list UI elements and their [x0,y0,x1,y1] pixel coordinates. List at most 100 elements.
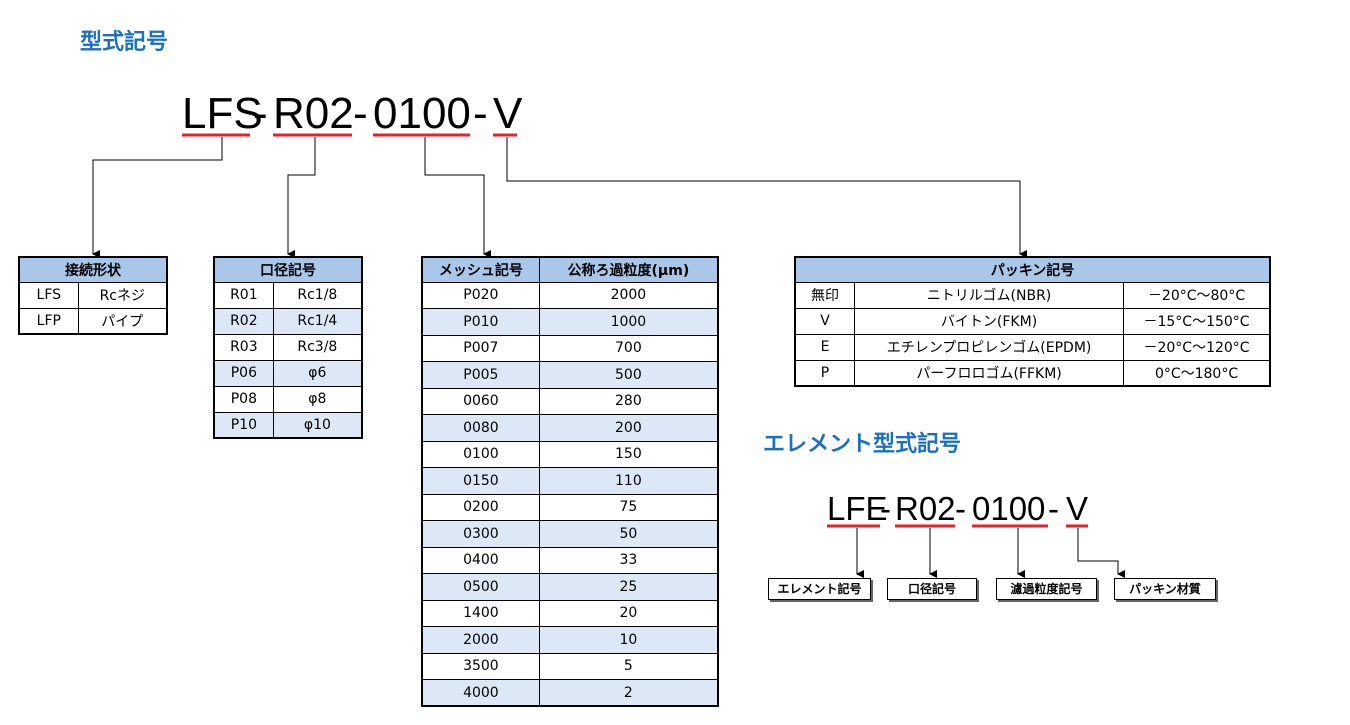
table-cell: P [794,359,856,387]
table-cell: 1000 [538,308,719,336]
table-cell: R03 [213,333,274,361]
table-cell: P005 [421,361,540,389]
table-cell: P007 [421,334,540,362]
table-cell: R02 [213,307,274,335]
table-header: 口径記号 [213,256,363,283]
code-separator: - [955,490,966,527]
table-cell: LFS [18,281,79,309]
table-cell: 75 [538,493,719,521]
table-cell: 20 [538,599,719,627]
table-cell: －20°C～120°C [1123,333,1271,361]
table-cell: 0400 [421,546,540,574]
element-symbol-box: エレメント記号 [768,578,871,600]
table-cell: 0060 [421,387,540,415]
table-cell: 25 [538,573,719,601]
code-segment-packing: V [493,89,523,138]
table-cell: 33 [538,546,719,574]
table-cell: ニトリルゴム(NBR) [854,281,1125,309]
table-cell: 280 [538,387,719,415]
port-symbol-box: 口径記号 [887,578,977,600]
table-cell: 110 [538,467,719,495]
table-cell: LFP [18,307,79,335]
table-cell: －15°C～150°C [1123,307,1271,335]
table-cell: 無印 [794,281,856,309]
code-separator: - [1048,490,1059,527]
packing-material-box: パッキン材質 [1114,578,1216,600]
table-cell: 0100 [421,440,540,468]
code-segment-element: LFE [827,490,888,527]
table-cell: 700 [538,334,719,362]
table-cell: 3500 [421,652,540,680]
table-cell: 2000 [538,281,719,309]
table-cell: 0°C～180°C [1123,359,1271,387]
code-separator: - [473,89,488,138]
page-title: 型式記号 [80,30,169,55]
code-underlines [182,133,1088,528]
element-section-title: エレメント型式記号 [763,432,962,457]
table-cell: φ6 [272,359,363,387]
table-cell: 0080 [421,414,540,442]
table-header: メッシュ記号 [421,256,540,283]
code-segment-mesh: 0100 [373,89,471,138]
table-cell: P06 [213,359,274,387]
code-separator: - [253,89,268,138]
table-header: 公称ろ過粒度(μm) [538,256,719,283]
code-segment-port: R02 [895,490,956,527]
code-separator: - [353,89,368,138]
table-cell: Rc1/4 [272,307,363,335]
table-cell: 0500 [421,573,540,601]
table-cell: P010 [421,308,540,336]
table-cell: P10 [213,411,274,439]
code-segment-port: R02 [273,89,354,138]
table-cell: 4000 [421,679,540,707]
table-cell: 1400 [421,599,540,627]
table-cell: Rc1/8 [272,281,363,309]
table-cell: 0300 [421,520,540,548]
table-header: 接続形状 [18,256,168,283]
table-cell: パイプ [77,307,168,335]
table-cell: φ10 [272,411,363,439]
filtration-symbol-box: 濾過粒度記号 [996,578,1097,600]
table-cell: φ8 [272,385,363,413]
table-cell: P020 [421,281,540,309]
table-cell: 150 [538,440,719,468]
code-segment-packing: V [1066,490,1089,527]
table-cell: P08 [213,385,274,413]
table-cell: Rcネジ [77,281,168,309]
table-cell: E [794,333,856,361]
table-cell: エチレンプロピレンゴム(EPDM) [854,333,1125,361]
table-cell: バイトン(FKM) [854,307,1125,335]
table-cell: 0150 [421,467,540,495]
table-cell: V [794,307,856,335]
table-cell: －20°C～80°C [1123,281,1271,309]
code-segment-connection: LFS [182,89,263,138]
table-cell: 2000 [421,626,540,654]
table-cell: 5 [538,652,719,680]
table-cell: 10 [538,626,719,654]
table-cell: 200 [538,414,719,442]
